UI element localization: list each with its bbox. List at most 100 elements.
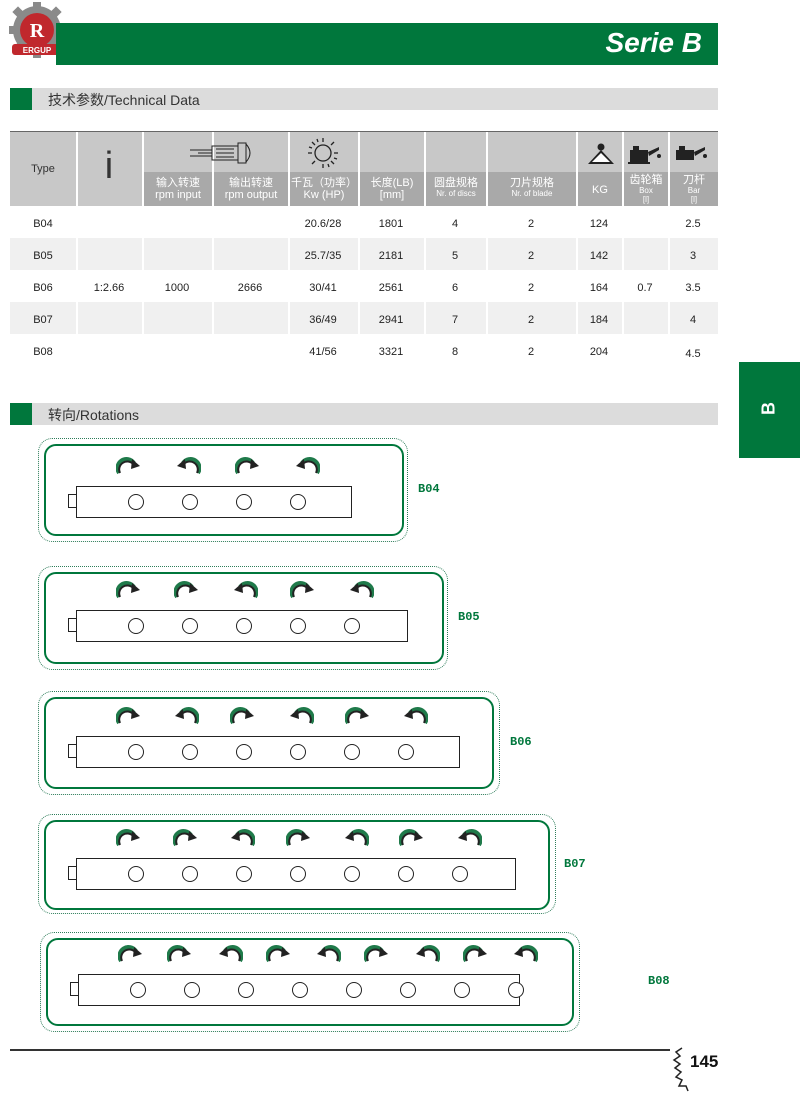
row-power: 30/41 [309,282,337,294]
page-number: 145 [690,1052,719,1071]
row-blade: 2 [527,346,535,358]
disc [344,618,360,634]
rotation-cw-arrow-icon [173,580,200,604]
disc [182,866,198,882]
section-title: 技术参数/Technical Data [48,92,200,108]
gear-outline-icon [672,1046,722,1092]
disc [290,618,306,634]
row-discs: 4 [451,218,459,230]
disc [236,618,252,634]
footer-rule [10,1049,670,1051]
section-title: 转向/Rotations [48,407,140,423]
header-type: Type [31,163,55,175]
row-type: B06 [33,282,53,294]
disc [454,982,470,998]
rotation-cw-arrow-icon [229,706,256,730]
row-power: 41/56 [309,346,337,358]
disc [130,982,146,998]
shaft-bar [76,486,352,518]
gearbox-icon [170,138,280,168]
rotation-ccw-arrow-icon [217,944,243,968]
row-discs: 6 [451,282,459,294]
rotation-cw-arrow-icon [462,944,489,968]
disc [398,866,414,882]
row-length: 1801 [378,218,404,230]
row-bar: 2.5 [685,218,701,230]
rotation-ccw-arrow-icon [315,944,342,968]
disc [290,744,306,760]
rotation-cw-arrow-icon [398,828,425,852]
rotation-cw-arrow-icon [115,580,142,604]
power-sun-icon [306,136,340,170]
disc [236,744,252,760]
oil-can-bar-icon [674,142,708,166]
logo-text: ERGUP [23,46,52,55]
shared-rpm-output: 2666 [237,282,263,294]
row-bar: 4.5 [685,348,701,360]
row-bar: 4 [689,314,697,326]
series-title: Serie B [605,27,703,58]
rotation-ccw-arrow-icon [456,828,483,852]
rotation-model-label: B04 [418,482,440,496]
row-discs: 7 [451,314,459,326]
svg-text:R: R [30,20,45,42]
disc [290,866,306,882]
rotation-ccw-arrow-icon [294,456,321,480]
disc [344,866,360,882]
row-length: 3321 [378,346,404,358]
rotation-ccw-arrow-icon [175,456,202,480]
row-kg: 164 [589,282,609,294]
disc [290,494,306,510]
company-logo: R ERGUP [4,0,70,66]
rotation-panel-outer [38,814,556,914]
disc [292,982,308,998]
header-power: 千瓦（功率）Kw (HP) [291,177,357,201]
disc [182,618,198,634]
row-kg: 124 [589,218,609,230]
rotation-cw-arrow-icon [115,456,142,480]
rotation-ccw-arrow-icon [343,828,370,852]
header-kg: KG [592,184,608,196]
disc [128,618,144,634]
row-blade: 2 [527,218,535,230]
row-kg: 184 [589,314,609,326]
row-length: 2941 [378,314,404,326]
rotation-cw-arrow-icon [115,828,142,852]
row-length: 2561 [378,282,404,294]
disc [236,866,252,882]
shared-rpm-input: 1000 [164,282,190,294]
row-type: B05 [33,250,53,262]
row-power: 36/49 [309,314,337,326]
rotation-cw-arrow-icon [166,944,193,968]
header-length: 长度(LB)[mm] [370,177,414,201]
rotation-cw-arrow-icon [285,828,312,852]
disc [182,494,198,510]
rotation-panel-outer [40,932,580,1032]
row-bar: 3.5 [685,282,701,294]
rotation-cw-arrow-icon [234,456,261,480]
disc [128,494,144,510]
side-tab[interactable]: B [739,362,800,458]
rotation-ccw-arrow-icon [173,706,200,730]
section-marker [10,88,32,110]
rotation-cw-arrow-icon [289,580,316,604]
rotation-panel-outer [38,438,408,542]
disc [238,982,254,998]
row-power: 20.6/28 [304,218,342,230]
rotation-ccw-arrow-icon [232,580,259,604]
header-ratio: i [104,145,114,187]
row-blade: 2 [527,282,535,294]
rotation-cw-arrow-icon [115,706,142,730]
disc [346,982,362,998]
rotation-model-label: B05 [458,610,480,624]
row-kg: 204 [589,346,609,358]
shared-box: 0.7 [637,282,653,294]
rotation-ccw-arrow-icon [288,706,315,730]
oil-can-icon [628,142,662,166]
rotation-cw-arrow-icon [117,944,144,968]
